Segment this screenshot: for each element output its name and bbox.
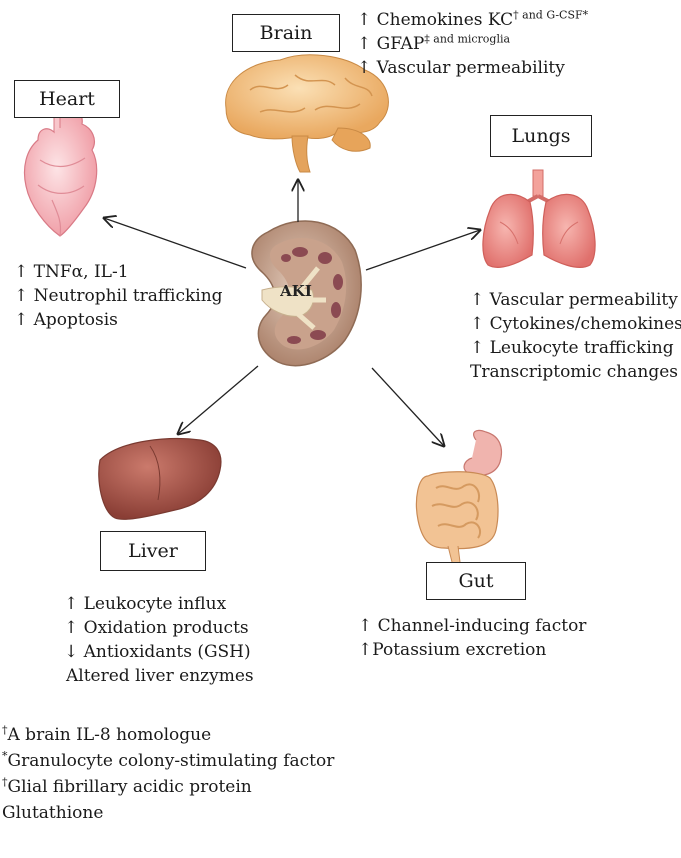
aki-label: AKI [279,282,312,300]
liver-effect: ↑ Oxidation products [64,616,254,640]
gut-effect: ↑Potassium excretion [358,638,586,662]
brain-effect: ↑ GFAP‡ and microglia [357,32,588,56]
brain-effects: ↑ Chemokines KC† and G-CSF* ↑ GFAP‡ and … [357,8,588,80]
lungs-effect: ↑ Vascular permeability [470,288,681,312]
lungs-effect: Transcriptomic changes [470,360,681,384]
lungs-effects: ↑ Vascular permeability ↑ Cytokines/chem… [470,288,681,384]
heart-box: Heart [14,80,120,118]
lungs-effect: ↑ Cytokines/chemokines [470,312,681,336]
brain-label: Brain [260,22,313,44]
heart-label: Heart [39,88,95,110]
heart-effects: ↑ TNFα, IL-1 ↑ Neutrophil trafficking ↑ … [14,260,223,332]
liver-effects: ↑ Leukocyte influx ↑ Oxidation products … [64,592,254,688]
gut-effect: ↑ Channel-inducing factor [358,614,586,638]
liver-effect: ↑ Leukocyte influx [64,592,254,616]
gut-box: Gut [426,562,526,600]
lungs-illustration [483,170,595,267]
liver-label: Liver [128,540,178,562]
heart-effect: ↑ Neutrophil trafficking [14,284,223,308]
heart-effect: ↑ Apoptosis [14,308,223,332]
lungs-effect: ↑ Leukocyte trafficking [470,336,681,360]
footnote: *Granulocyte colony-stimulating factor [2,748,334,774]
brain-effect: ↑ Vascular permeability [357,56,588,80]
liver-effect: ↓ Antioxidants (GSH) [64,640,254,664]
footnote: †A brain IL-8 homologue [2,722,334,748]
liver-box: Liver [100,531,206,571]
brain-effect: ↑ Chemokines KC† and G-CSF* [357,8,588,32]
brain-box: Brain [232,14,340,52]
arrow-to-gut [372,368,444,446]
footnotes: †A brain IL-8 homologue *Granulocyte col… [2,722,334,826]
liver-effect: Altered liver enzymes [64,664,254,688]
arrow-to-lungs [366,230,480,270]
gut-illustration [416,430,501,566]
liver-illustration [99,439,221,520]
heart-effect: ↑ TNFα, IL-1 [14,260,223,284]
footnote: †Glial fibrillary acidic protein [2,774,334,800]
lungs-box: Lungs [490,115,592,157]
gut-label: Gut [458,570,493,592]
arrow-to-liver [178,366,258,434]
gut-effects: ↑ Channel-inducing factor ↑Potassium exc… [358,614,586,662]
footnote: Glutathione [2,800,334,826]
lungs-label: Lungs [511,125,570,147]
